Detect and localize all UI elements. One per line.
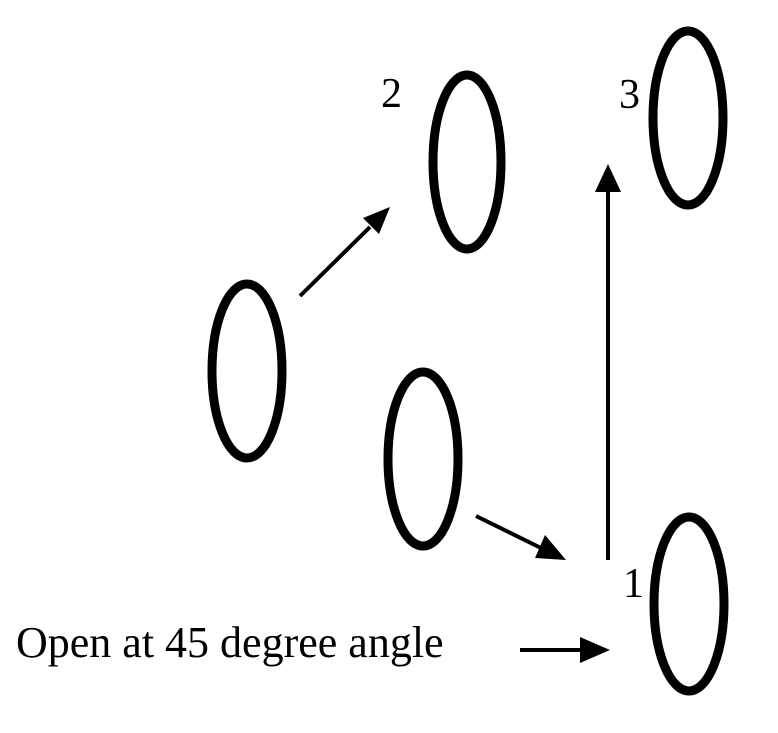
arrow-middle-to-1-head: [535, 535, 566, 560]
ellipse-position-2: [428, 70, 506, 254]
caption-open-at-45-degree-angle: Open at 45 degree angle: [16, 618, 444, 667]
arrow-left-to-2-shaft: [298, 225, 372, 298]
arrow-middle-to-1-shaft: [475, 514, 544, 551]
ellipse-start-left: [207, 279, 287, 463]
ellipse-start-middle: [383, 367, 463, 551]
ellipse-position-1: [649, 512, 729, 696]
arrow-left-to-2-head: [363, 207, 390, 234]
arrow-caption-to-1-head: [580, 637, 610, 663]
arrow-1-to-3-head: [595, 164, 621, 192]
label-number-1: 1: [623, 561, 644, 607]
ellipse-position-3: [648, 26, 728, 210]
label-number-3: 3: [619, 72, 640, 118]
label-number-2: 2: [381, 71, 402, 117]
